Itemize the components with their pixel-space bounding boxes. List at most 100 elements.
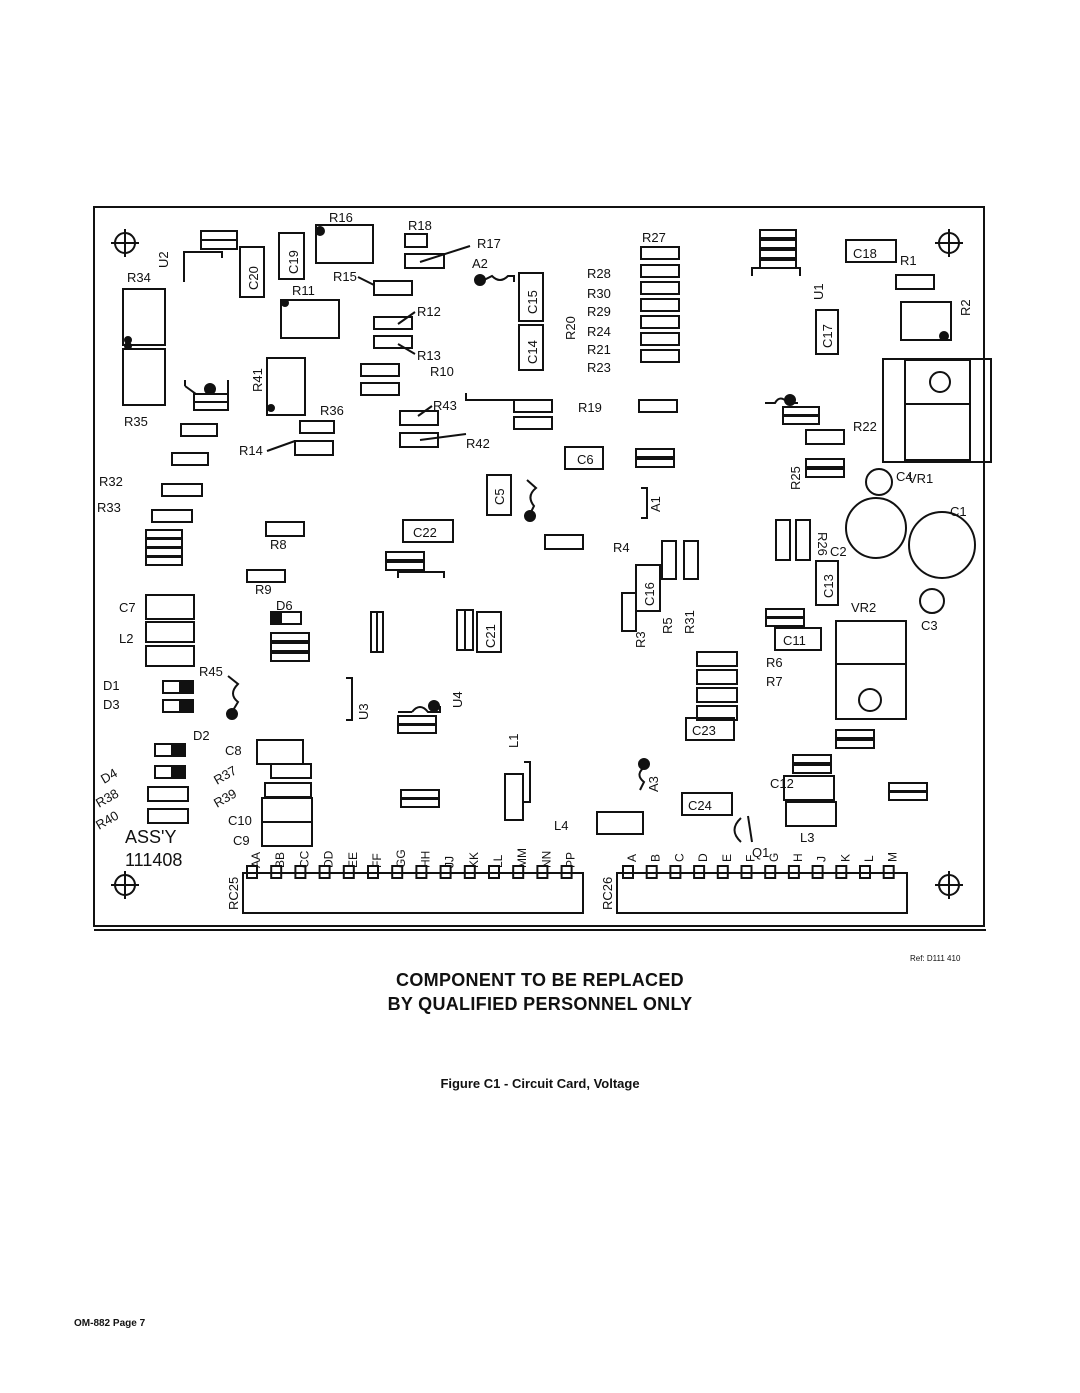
resistor-stack [640, 349, 680, 363]
connector-pin [342, 865, 355, 879]
component-outline [261, 821, 313, 847]
component-outline [476, 611, 502, 653]
label-r30: R30 [587, 286, 611, 301]
resistor-stack [640, 264, 680, 278]
solder-dot [124, 342, 132, 350]
connector-pin [787, 865, 800, 879]
component-outline [513, 399, 553, 413]
label-c19: C19 [286, 250, 301, 274]
component-outline [171, 452, 209, 466]
resistor-stack [640, 332, 680, 346]
component-outline [464, 609, 474, 651]
component-outline [145, 621, 195, 643]
component-outline [373, 316, 413, 330]
label-r5: R5 [660, 617, 675, 634]
label-r42: R42 [466, 436, 490, 451]
label-a1: A1 [648, 496, 663, 512]
label-c9: C9 [233, 833, 250, 848]
label-r8: R8 [270, 537, 287, 552]
component-outline [370, 611, 378, 653]
label-c5: C5 [492, 488, 507, 505]
label-c7: C7 [119, 600, 136, 615]
label-c24: C24 [688, 798, 712, 813]
resistor-stack [696, 669, 738, 685]
component-outline [193, 401, 229, 411]
component-outline [397, 715, 437, 725]
component-outline [765, 608, 805, 618]
component-outline [783, 775, 835, 801]
resistor-stack [145, 538, 183, 548]
component-outline [264, 782, 312, 798]
component-outline [373, 335, 413, 349]
label-r13: R13 [417, 348, 441, 363]
label-vr1: VR1 [908, 471, 933, 486]
component-outline [399, 410, 439, 426]
rc25-pin-label: DD [322, 850, 336, 868]
component-outline [200, 239, 238, 250]
component-outline [638, 399, 678, 413]
label-r20: R20 [563, 316, 578, 340]
label-c1: C1 [950, 504, 967, 519]
label-r19: R19 [578, 400, 602, 415]
component-outline [385, 561, 425, 571]
label-rc25: RC25 [226, 877, 241, 910]
component-outline [270, 652, 310, 662]
label-r27: R27 [642, 230, 666, 245]
label-l3: L3 [800, 830, 814, 845]
label-r24: R24 [587, 324, 611, 339]
component-outline [805, 429, 845, 445]
label-r9: R9 [255, 582, 272, 597]
component-outline [404, 233, 428, 248]
trace-path [641, 487, 648, 519]
resistor-stack [696, 651, 738, 667]
component-outline [518, 324, 544, 371]
label-r43: R43 [433, 398, 457, 413]
label-c15: C15 [525, 290, 540, 314]
rc26-pin-label: J [815, 856, 829, 862]
label-r33: R33 [97, 500, 121, 515]
component-outline [270, 632, 310, 642]
label-rc26: RC26 [600, 877, 615, 910]
component-outline [845, 239, 897, 263]
label-l4: L4 [554, 818, 568, 833]
label-u3: U3 [356, 703, 371, 720]
label-r15: R15 [333, 269, 357, 284]
label-r41: R41 [250, 368, 265, 392]
component-outline [266, 357, 306, 416]
component-outline [835, 739, 875, 749]
solder-dot [428, 700, 440, 712]
component-outline [775, 519, 791, 561]
component-outline [400, 789, 440, 799]
connector-pin [367, 865, 379, 879]
component-outline [782, 415, 820, 425]
label-r29: R29 [587, 304, 611, 319]
label-r1: R1 [900, 253, 917, 268]
rc25-pin-label: PP [564, 852, 578, 868]
connector-pin [318, 865, 331, 879]
trace-path [183, 251, 223, 282]
component-outline [278, 232, 305, 280]
resistor-stack [640, 315, 680, 329]
solder-dot [204, 383, 216, 395]
component-outline [805, 468, 845, 478]
rc25-pin-label: HH [418, 851, 432, 868]
resistor-stack [145, 529, 183, 539]
rc25-pin-label: MM [515, 848, 529, 868]
label-c13: C13 [821, 574, 836, 598]
rc26-pin-label: K [838, 854, 852, 862]
rc25-pin-label: JJ [443, 856, 457, 868]
connector-pin [764, 865, 777, 879]
connector-pin [246, 865, 258, 879]
label-vr2: VR2 [851, 600, 876, 615]
connector-pin [693, 865, 706, 879]
component-outline [815, 560, 839, 606]
vr1-heatsink [882, 358, 992, 463]
component-outline [518, 272, 544, 322]
component-outline [792, 764, 832, 774]
label-u4: U4 [450, 691, 465, 708]
label-r4: R4 [613, 540, 630, 555]
component-outline [239, 246, 265, 298]
resistor-stack [640, 281, 680, 295]
label-r21: R21 [587, 342, 611, 357]
label-r16: R16 [329, 210, 353, 225]
